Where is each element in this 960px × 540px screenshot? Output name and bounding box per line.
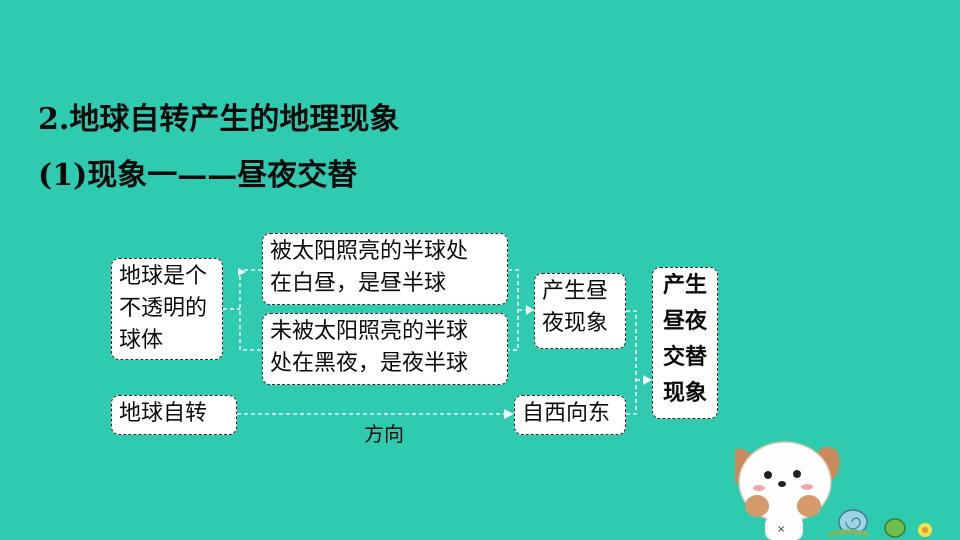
earth-box-line-1: 地球是个 [119, 264, 208, 289]
earth-opaque-sphere-box: 地球是个 不透明的 球体 [111, 258, 223, 360]
night-hemisphere-box: 未被太阳照亮的半球 处在黑夜，是夜半球 [262, 313, 508, 385]
night-box-line-2: 处在黑夜，是夜半球 [270, 351, 469, 376]
direction-label: 方向 [364, 422, 404, 446]
result-box-line-3: 交替 [662, 345, 707, 370]
east-west-box-text: 自西向东 [522, 401, 611, 426]
earth-box-line-2: 不透明的 [119, 296, 208, 321]
result-box-line-4: 现象 [662, 381, 707, 406]
day-box-line-1: 被太阳照亮的半球处 [270, 239, 469, 264]
west-to-east-box: 自西向东 [514, 395, 626, 435]
subsection-heading: (1)现象一——昼夜交替 [38, 158, 358, 193]
svg-text:×: × [777, 524, 785, 535]
day-night-phenomenon-box: 产生昼 夜现象 [534, 273, 626, 349]
arrow-head-result [643, 375, 652, 385]
puppy-mascot-icon: × [735, 441, 932, 540]
earth-box-line-3: 球体 [119, 328, 164, 353]
result-box-line-1: 产生 [662, 273, 707, 298]
phenomenon-box-line-1: 产生昼 [542, 279, 609, 304]
bracket-earth-to-hemispheres [239, 269, 262, 351]
bracket-hemispheres-to-phenomenon [508, 269, 519, 351]
bracket-to-result [626, 310, 637, 415]
result-box-line-2: 昼夜 [662, 309, 707, 334]
night-box-line-1: 未被太阳照亮的半球 [270, 319, 469, 344]
day-box-line-2: 在白昼，是昼半球 [270, 271, 447, 296]
phenomenon-box-line-2: 夜现象 [542, 311, 609, 336]
section-heading: 2.地球自转产生的地理现象 [38, 102, 400, 137]
day-night-alternation-box: 产生 昼夜 交替 现象 [652, 267, 718, 419]
arrow-head-phenomenon [526, 305, 534, 315]
arrow-head-direction [504, 409, 514, 419]
arrow-head-earth [238, 268, 246, 276]
day-hemisphere-box: 被太阳照亮的半球处 在白昼，是昼半球 [262, 233, 508, 305]
rotation-box-text: 地球自转 [119, 401, 208, 426]
earth-rotation-box: 地球自转 [111, 395, 237, 435]
